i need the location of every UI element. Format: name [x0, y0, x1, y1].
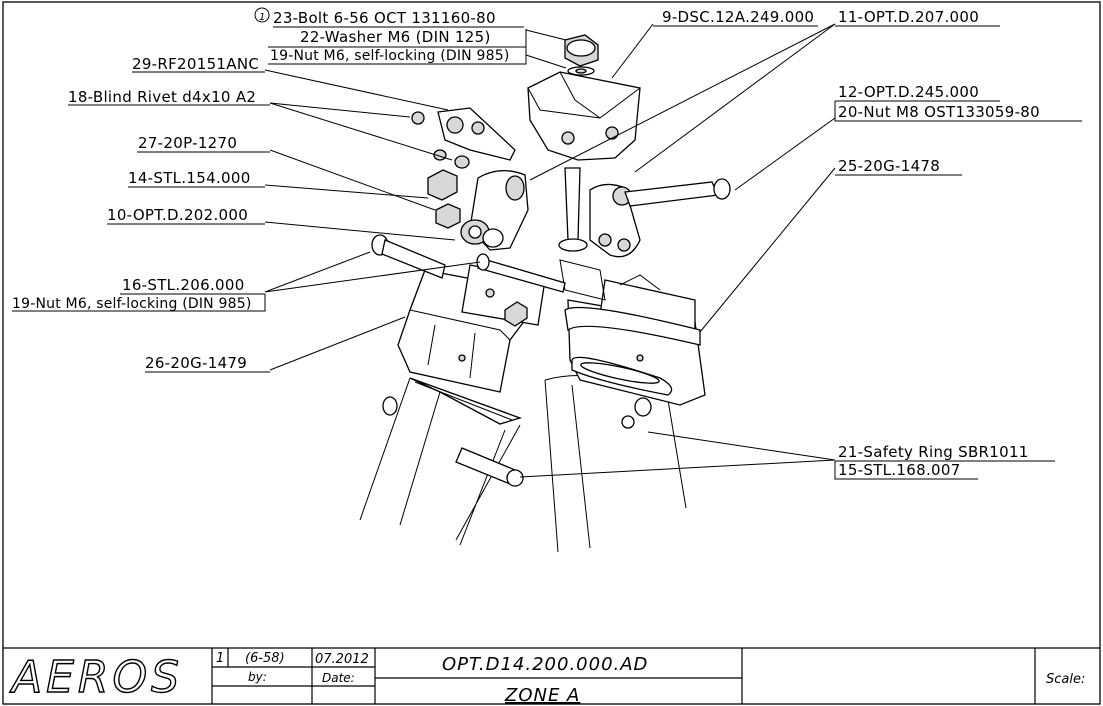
part-25-block	[559, 259, 706, 406]
exploded-parts	[359, 34, 731, 553]
part-pin-center	[558, 167, 588, 252]
part-26-block	[397, 264, 546, 393]
label-15-pin: 15-STL.168.007	[838, 461, 961, 479]
leader-lines	[264, 23, 836, 478]
item-number-1: 1	[259, 12, 265, 23]
logo-aeros: AEROS	[9, 652, 183, 703]
label-20-nut: 20-Nut M8 OST133059-80	[838, 103, 1040, 121]
date-label: Date:	[322, 671, 355, 685]
label-11-link: 11-OPT.D.207.000	[838, 8, 979, 26]
date-value: 07.2012	[315, 652, 369, 667]
part-23-bolt	[564, 34, 599, 76]
title-block: AEROS 1 (6-58) by: 07.2012 Date: OPT.D14…	[3, 647, 1100, 706]
zone-label: ZONE A	[504, 685, 580, 706]
part-27-link	[427, 169, 529, 251]
label-25-block: 25-20G-1478	[838, 157, 940, 175]
scale-label: Scale:	[1046, 672, 1085, 687]
part-15-pin	[382, 396, 652, 487]
label-underlines	[12, 25, 1082, 480]
label-12-part: 12-OPT.D.245.000	[838, 83, 979, 101]
drawing-number: OPT.D14.200.000.AD	[442, 654, 648, 675]
item-number-circle	[254, 7, 270, 23]
part-11-link	[589, 178, 731, 258]
label-14-part: 14-STL.154.000	[128, 169, 251, 187]
sheet-number: 1	[216, 651, 224, 666]
label-23-bolt: 23-Bolt 6-56 OCT 131160-80	[273, 9, 496, 27]
label-10-part: 10-OPT.D.202.000	[107, 206, 248, 224]
label-29-clip: 29-RF20151ANC	[132, 55, 259, 73]
part-9-bracket	[527, 71, 641, 161]
part-labels: 1 23-Bolt 6-56 OCT 131160-80 22-Washer M…	[12, 7, 1040, 479]
part-29-clip	[411, 107, 516, 169]
label-27-link: 27-20P-1270	[138, 134, 237, 152]
label-22-washer: 22-Washer M6 (DIN 125)	[300, 28, 491, 46]
label-9-bracket: 9-DSC.12A.249.000	[662, 8, 814, 26]
label-21-ring: 21-Safety Ring SBR1011	[838, 443, 1029, 461]
label-19-nut-top: 19-Nut M6, self-locking (DIN 985)	[270, 48, 510, 64]
label-18-rivet: 18-Blind Rivet d4x10 A2	[68, 88, 256, 106]
sheet-range: (6-58)	[245, 651, 285, 666]
label-16-bolt: 16-STL.206.000	[122, 276, 245, 294]
label-19-nut-left: 19-Nut M6, self-locking (DIN 985)	[12, 296, 252, 312]
label-26-block: 26-20G-1479	[145, 354, 247, 372]
by-label: by:	[248, 670, 267, 684]
